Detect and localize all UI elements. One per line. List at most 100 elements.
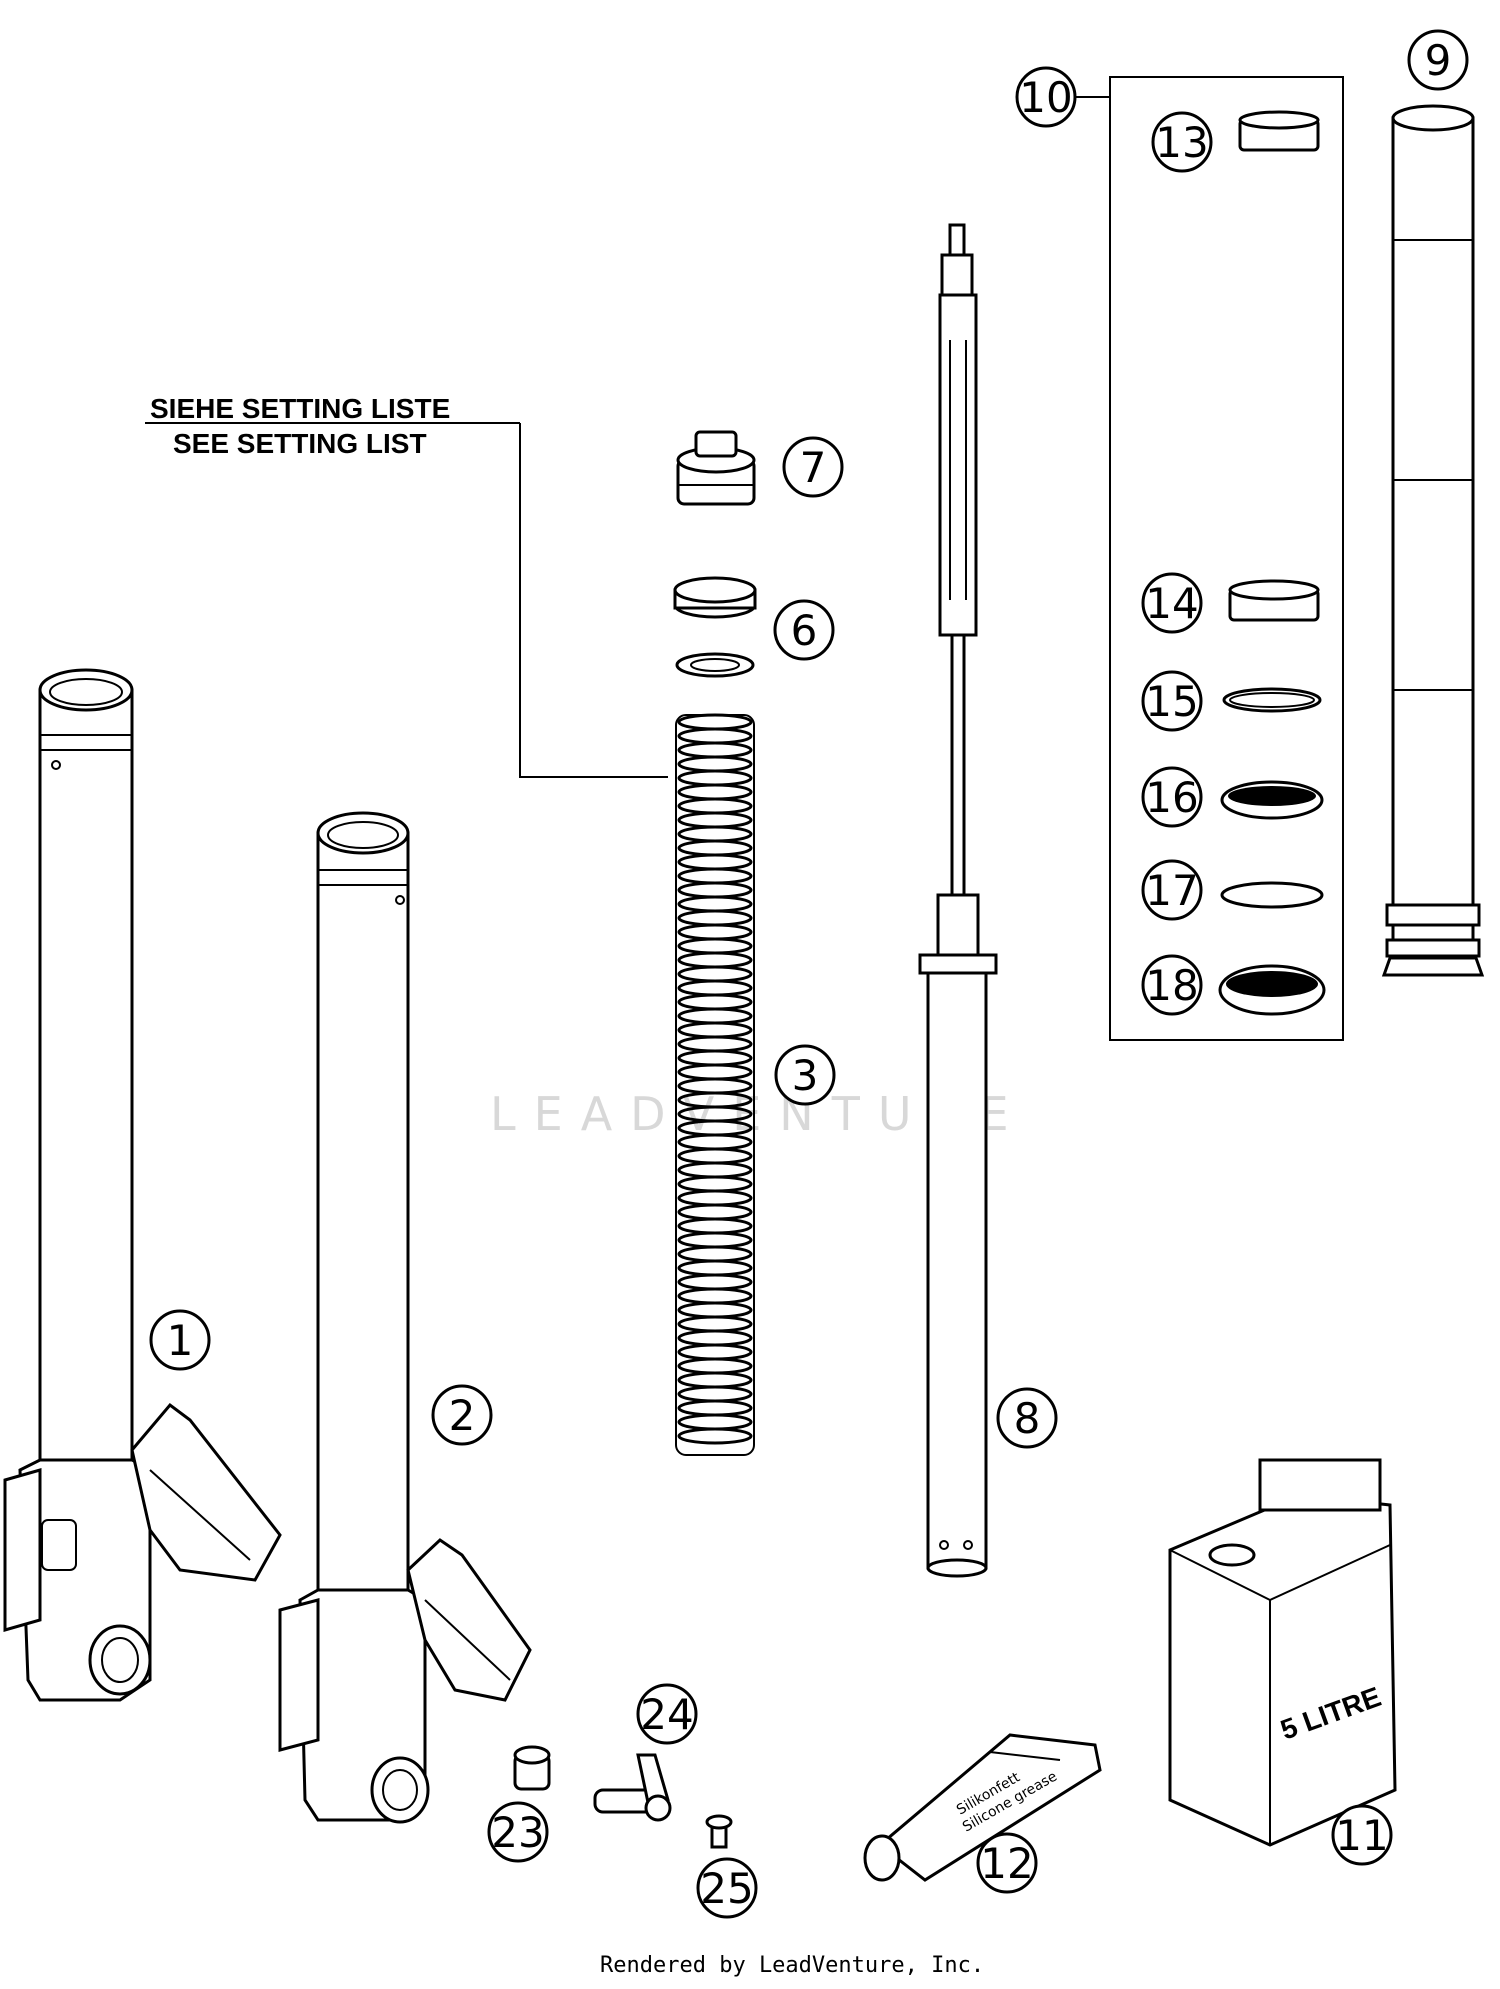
callout-18: 18 [1141,954,1203,1016]
spring-coil [677,1147,753,1165]
callout-number: 23 [491,1808,544,1857]
callout-10: 10 [1015,66,1077,128]
callout-circle [1141,954,1203,1016]
spring-coil [677,825,753,843]
spring-coil [677,1161,753,1179]
spring-coil [677,923,753,941]
spring-coil [677,1175,753,1193]
callout-3: 3 [774,1044,836,1106]
spring-coil [677,1049,753,1067]
callout-circle [1141,859,1203,921]
spring-coil [677,1427,753,1445]
callout-15: 15 [1141,670,1203,732]
spring-coil [677,1287,753,1305]
spring-coil [677,881,753,899]
part-15-o-ring [1222,687,1322,713]
callout-number: 3 [792,1051,819,1100]
part-16-seal [1220,780,1324,820]
callout-circle [1141,670,1203,732]
spring-coil [677,1371,753,1389]
callout-circle [773,599,835,661]
callout-circle [1151,111,1213,173]
spring-coil [677,1007,753,1025]
callout-number: 1 [167,1316,194,1365]
callout-number: 18 [1145,961,1198,1010]
part-12-grease-tube: Silikonfett Silicone grease [863,1733,1102,1882]
callout-6: 6 [773,599,835,661]
callout-number: 15 [1145,677,1198,726]
callout-number: 2 [449,1391,476,1440]
callout-24: 24 [636,1683,698,1745]
callout-25: 25 [696,1857,758,1919]
callout-circle [636,1683,698,1745]
spring-coil [677,853,753,871]
spring-coil [677,797,753,815]
spring-coil [677,895,753,913]
callout-circle [1407,29,1469,91]
spring-coil [677,1273,753,1291]
callout-circle [774,1044,836,1106]
part-24-bracket [593,1753,672,1822]
spring-coil [677,741,753,759]
part-17-snap-ring [1220,881,1324,909]
note-line-1: SIEHE SETTING LISTE [150,393,450,424]
spring-coil [677,839,753,857]
callout-17: 17 [1141,859,1203,921]
callout-number: 12 [980,1839,1033,1888]
spring-coil [677,1259,753,1277]
spring-coil [677,1021,753,1039]
spring-coil [677,713,753,731]
spring-coil [677,1217,753,1235]
callout-14: 14 [1141,572,1203,634]
callout-number: 24 [640,1690,693,1739]
part-11-oil-can: 5 LITRE [1168,1458,1397,1847]
callout-number: 11 [1335,1811,1388,1860]
spring-coil [677,937,753,955]
callout-13: 13 [1151,111,1213,173]
callout-11: 11 [1331,1804,1393,1866]
callout-circle [1141,766,1203,828]
spring-coil [677,727,753,745]
footer-credit: Rendered by LeadVenture, Inc. [600,1953,984,1978]
part-25-screw [705,1814,733,1849]
watermark-text: LEADVENTURE [490,1087,1027,1141]
part-10-repair-kit-box [1073,76,1344,1041]
callout-1: 1 [149,1309,211,1371]
part-23-bushing [513,1745,551,1791]
spring-coil [677,1063,753,1081]
callout-circle [996,1387,1058,1449]
spring-coil [677,755,753,773]
callout-2: 2 [431,1384,493,1446]
spring-coil [677,1245,753,1263]
spring-coil [677,909,753,927]
spring-coil [677,1231,753,1249]
callout-number: 6 [791,606,818,655]
part-2-fork-leg-right [278,811,532,1824]
spring-coil [677,1189,753,1207]
spring-coil [677,979,753,997]
spring-coil [677,1301,753,1319]
note-line-2: SEE SETTING LIST [173,428,427,459]
callout-number: 7 [800,443,827,492]
spring-coil [677,1343,753,1361]
setting-list-note: SIEHE SETTING LISTE SEE SETTING LIST [145,393,668,778]
callout-circle [782,436,844,498]
spring-coil [677,769,753,787]
callout-circle [1015,66,1077,128]
spring-coil [677,951,753,969]
callout-9: 9 [1407,29,1469,91]
part-14-bushing [1228,579,1320,622]
callout-23: 23 [487,1801,549,1863]
spring-coil [677,1329,753,1347]
part-3-spring [675,713,755,1456]
spring-coil [677,1357,753,1375]
part-7-top-cap [676,430,756,506]
callout-number: 17 [1145,866,1198,915]
callout-12: 12 [976,1832,1038,1894]
callout-number: 9 [1425,36,1452,85]
callout-number: 10 [1019,73,1072,122]
callout-circle [149,1309,211,1371]
callout-circle [696,1857,758,1919]
spring-coil [677,867,753,885]
